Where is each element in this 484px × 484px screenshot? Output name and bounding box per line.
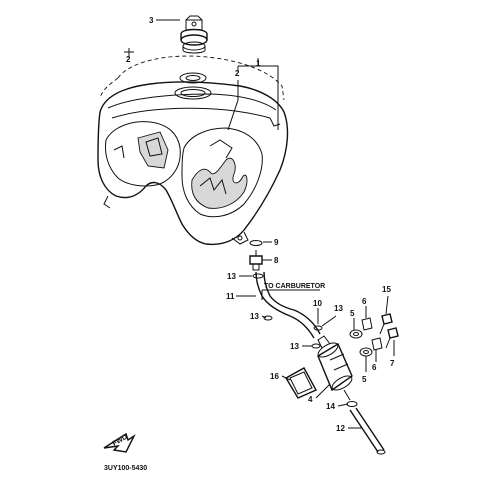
callout-11: 11: [226, 292, 235, 301]
callout-6-lower: 6: [372, 363, 377, 372]
callout-13-a: 13: [227, 272, 236, 281]
callout-3: 3: [149, 16, 154, 25]
o-ring-9: [249, 240, 263, 246]
callout-15: 15: [382, 285, 391, 294]
fwd-arrow-icon: FWD: [103, 432, 136, 453]
fuel-cap: [180, 15, 208, 54]
bolt-7: [387, 327, 399, 339]
bolt-15: [381, 313, 393, 325]
callout-6-upper: 6: [362, 297, 367, 306]
callout-1: 1: [256, 59, 261, 68]
clip-13-c: [313, 325, 323, 331]
grommet-5-upper: [349, 329, 363, 339]
callout-14: 14: [326, 402, 335, 411]
callout-9: 9: [274, 238, 279, 247]
callout-numbers: 1 2 3 2 9 8 13 11 10 13 13 13 5 6 15 5 6…: [126, 16, 395, 433]
callout-4: 4: [308, 395, 313, 404]
grommet-5-lower: [359, 347, 373, 357]
callout-2-cover: 2: [126, 55, 131, 64]
fwd-label: FWD: [112, 434, 129, 448]
callout-5-lower: 5: [362, 375, 367, 384]
callout-13-d: 13: [290, 342, 299, 351]
pump-bracket: [285, 367, 317, 399]
callout-8: 8: [274, 256, 279, 265]
fuel-tank: [97, 55, 289, 246]
callout-16: 16: [270, 372, 279, 381]
clip-13-b: [263, 315, 273, 321]
callout-12: 12: [336, 424, 345, 433]
leader-lines: [124, 19, 395, 429]
tank-cover-outline: [117, 55, 285, 101]
collar-6-upper: [361, 317, 373, 331]
diagram-code: 3UY100-5430: [104, 465, 147, 472]
mounting-hardware: [349, 313, 399, 357]
collar-6-lower: [371, 337, 383, 351]
fuel-pump: [317, 335, 353, 401]
callout-13-b: 13: [334, 304, 343, 313]
clip-13-d: [311, 343, 321, 349]
fuel-cock: [249, 240, 268, 271]
callout-7: 7: [390, 359, 395, 368]
callout-10: 10: [313, 299, 322, 308]
callout-5-upper: 5: [350, 309, 355, 318]
callout-2-tank: 2: [235, 69, 240, 78]
to-carburetor-label: TO CARBURETOR: [264, 283, 325, 290]
callout-13-c: 13: [250, 312, 259, 321]
clip-13-a: [252, 273, 264, 279]
